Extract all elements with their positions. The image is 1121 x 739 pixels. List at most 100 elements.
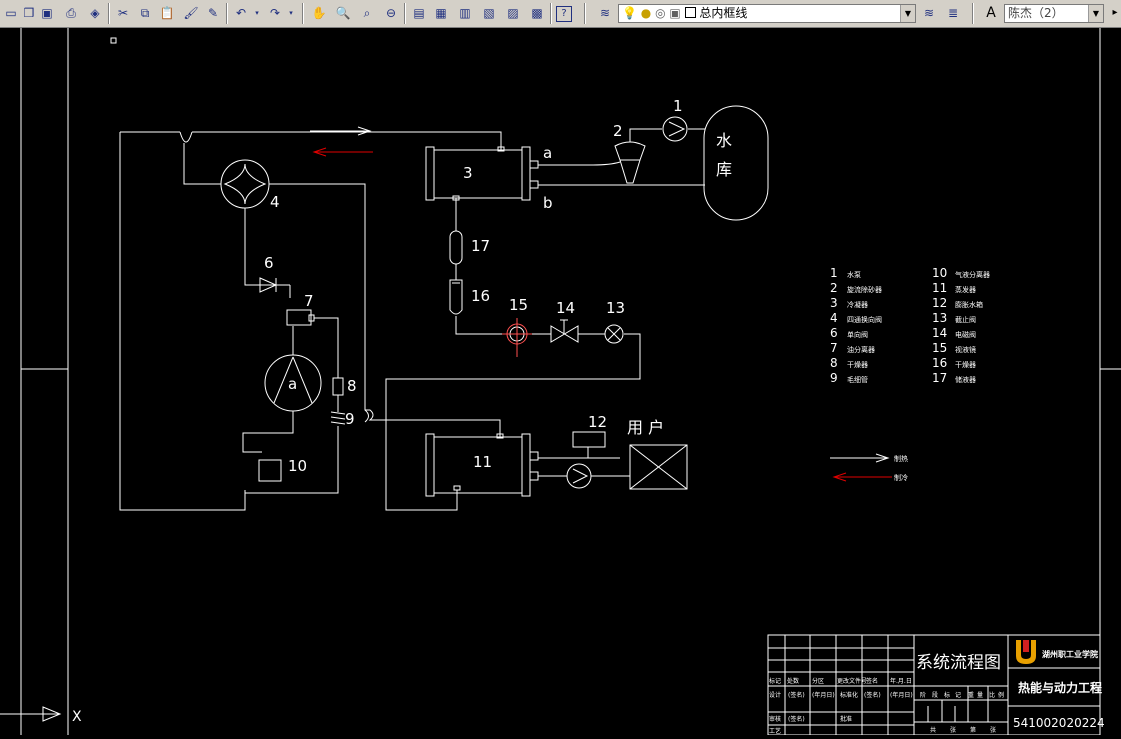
expansion-tank: [572, 431, 606, 448]
gas-liquid-separator: [258, 459, 282, 482]
stage-label-2: 段: [932, 691, 938, 699]
label-port-a: a: [543, 144, 552, 162]
school-name: 湖州职工业学院: [1042, 649, 1098, 659]
school-logo: [1016, 640, 1036, 664]
legend-item: 17 储液器: [932, 371, 976, 385]
layer-bulb-icon[interactable]: 💡: [622, 6, 637, 20]
markup-icon[interactable]: ▨: [507, 6, 519, 20]
match-properties-icon[interactable]: 🖌: [183, 6, 199, 20]
title-block-r3c2: (签名): [788, 715, 805, 723]
drawing-canvas[interactable]: 1 2 3 4 6 7 8 9 10 11 12 13 14 15 16 17 …: [0, 28, 1121, 736]
calculator-icon[interactable]: ▩: [531, 6, 543, 20]
drawing-title: 系统流程图: [916, 653, 1001, 673]
toolbar-overflow-icon[interactable]: ▸: [1112, 7, 1118, 18]
label-reservoir-2: 库: [716, 160, 732, 179]
label-compressor: a: [288, 375, 297, 393]
label-8: 8: [347, 377, 357, 395]
svg-text:16: 16: [932, 356, 947, 370]
label-9: 9: [345, 410, 355, 428]
label-13: 13: [606, 299, 625, 317]
tool-palettes-icon[interactable]: ▥: [459, 6, 471, 20]
capillary-tube: [330, 411, 346, 425]
svg-text:单向阀: 单向阀: [847, 330, 868, 339]
text-style-icon[interactable]: A: [986, 5, 996, 21]
svg-text:2: 2: [830, 281, 838, 295]
undo-dropdown-icon[interactable]: ▾: [255, 8, 259, 17]
new-icon[interactable]: ▭: [5, 6, 17, 20]
label-3: 3: [463, 164, 473, 182]
zoom-previous-icon[interactable]: ⊖: [385, 6, 397, 20]
ucs-x-label: X: [72, 709, 82, 725]
label-1: 1: [673, 97, 683, 115]
publish-icon[interactable]: ◈: [90, 6, 100, 20]
stage-label-1: 阶: [920, 691, 926, 699]
help-icon[interactable]: ?: [556, 6, 572, 22]
redo-icon[interactable]: ↷: [269, 6, 281, 20]
svg-text:9: 9: [830, 371, 838, 385]
label-user: 用 户: [627, 418, 664, 437]
title-block-r1c1: 标记: [769, 677, 781, 685]
save-icon[interactable]: ▣: [41, 6, 53, 20]
zoom-window-icon[interactable]: ⌕: [363, 6, 371, 20]
layer-iso-icon[interactable]: ≣: [947, 6, 959, 20]
paste-icon[interactable]: 📋: [159, 6, 175, 20]
label-11: 11: [473, 453, 492, 471]
style-combo-dropdown-icon[interactable]: ▼: [1088, 5, 1103, 22]
water-reservoir: [703, 105, 769, 221]
style-combo[interactable]: 陈杰（2） ▼: [1004, 4, 1104, 23]
layer-combo-dropdown-icon[interactable]: ▼: [900, 5, 915, 22]
flow-arrow-cooling: [312, 147, 373, 157]
svg-text:气液分离器: 气液分离器: [955, 270, 990, 279]
toolbar-separator: [550, 3, 552, 24]
sheet-label-2: 张: [950, 726, 956, 734]
pan-icon[interactable]: ✋: [311, 6, 327, 20]
brush-icon[interactable]: ✎: [207, 6, 219, 20]
legend-item: 9 毛细管: [830, 371, 868, 385]
svg-text:视液镜: 视液镜: [955, 345, 976, 354]
drawing-number: 541002020224: [1013, 716, 1105, 730]
label-10: 10: [288, 457, 307, 475]
layer-previous-icon[interactable]: ≋: [923, 6, 935, 20]
sheet-label-1: 共: [930, 726, 936, 734]
water-pump: [662, 116, 688, 142]
copy-icon[interactable]: ⧉: [140, 6, 150, 20]
layer-lock-icon[interactable]: ▣: [669, 6, 681, 20]
oil-separator: [286, 309, 315, 326]
layer-manager-icon[interactable]: ≋: [599, 6, 611, 20]
label-4: 4: [270, 193, 280, 211]
redo-dropdown-icon[interactable]: ▾: [289, 8, 293, 17]
layer-combo[interactable]: 💡 ● ◎ ▣ 总内框线 ▼: [618, 4, 916, 23]
svg-text:毛细管: 毛细管: [847, 375, 868, 384]
svg-text:14: 14: [932, 326, 947, 340]
svg-text:截止阀: 截止阀: [955, 315, 976, 324]
stop-valve: [604, 324, 624, 344]
svg-text:水泵: 水泵: [847, 270, 861, 279]
undo-icon[interactable]: ↶: [235, 6, 247, 20]
label-reservoir-1: 水: [716, 131, 732, 150]
style-combo-value: 陈杰（2）: [1008, 6, 1064, 20]
properties-icon[interactable]: ▤: [413, 6, 425, 20]
svg-text:储液器: 储液器: [955, 375, 976, 384]
sheet-set-icon[interactable]: ▧: [483, 6, 495, 20]
svg-text:17: 17: [932, 371, 947, 385]
open-icon[interactable]: ❒: [23, 6, 35, 20]
flow-arrow-heating: [310, 126, 372, 136]
label-16: 16: [471, 287, 490, 305]
layer-sun-icon[interactable]: ●: [640, 6, 652, 20]
title-block-r1c5: 签名: [866, 677, 878, 685]
print-icon[interactable]: ⎙: [66, 6, 76, 20]
compressor: [264, 354, 322, 412]
liquid-receiver: [449, 230, 463, 265]
design-center-icon[interactable]: ▦: [435, 6, 447, 20]
cut-icon[interactable]: ✂: [117, 6, 129, 20]
zoom-realtime-icon[interactable]: 🔍: [335, 6, 351, 20]
layer-color-swatch: [684, 7, 696, 18]
layer-state-icon[interactable]: ◎: [655, 6, 666, 20]
